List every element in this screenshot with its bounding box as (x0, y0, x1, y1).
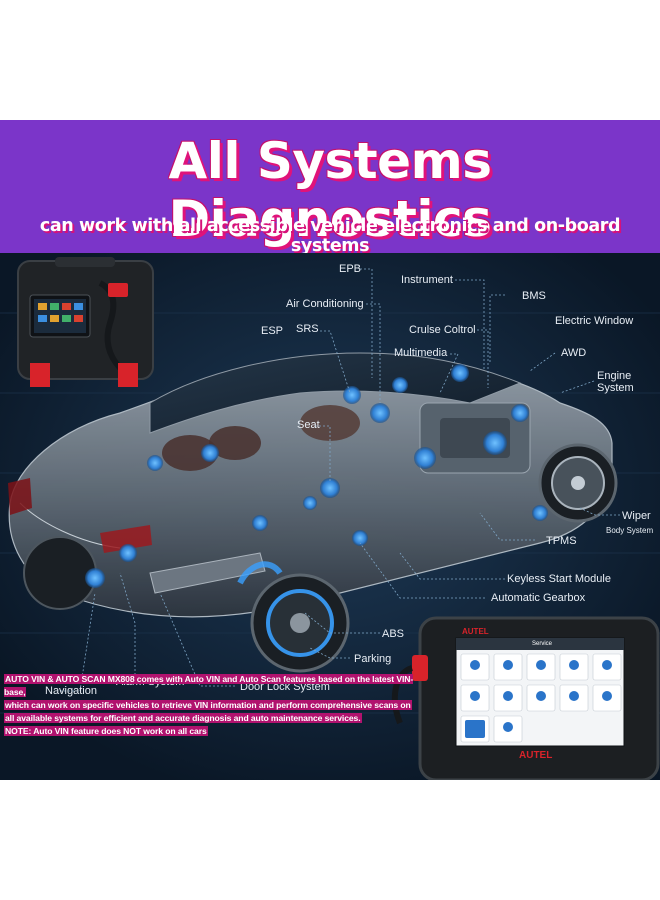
banner-subtitle: can work with all accessible vehicle ele… (39, 216, 621, 253)
label-abs: ABS (382, 628, 405, 640)
label-seat: Seat (297, 419, 320, 431)
label-instrument: Instrument (401, 274, 453, 286)
wheels (23, 443, 618, 673)
label-navigation: Navigation (45, 685, 97, 697)
label-cruise-control: Crulse Coltrol (409, 324, 476, 336)
label-parking: Parking (354, 653, 392, 665)
device-screen-title: Service (532, 641, 553, 647)
label-wiper: Wiper (622, 510, 651, 522)
label-bms: BMS (522, 290, 546, 302)
label-keyless-start: Keyless Start Module (507, 573, 611, 585)
description-line-2: which can work on specific vehicles to r… (4, 700, 412, 710)
device-brand-bottom: AUTEL (519, 750, 553, 761)
label-door-lock: Door Lock System (240, 681, 330, 693)
description-note: NOTE: Auto VIN feature does NOT work on … (4, 726, 208, 736)
banner-title: All Systems Diagnostics (168, 132, 492, 248)
label-automatic-gearbox: Automatic Gearbox (491, 592, 586, 604)
label-tpms: TPMS (546, 535, 577, 547)
label-epb: EPB (339, 263, 362, 275)
label-engine-system: Engine System (597, 370, 634, 394)
label-awd: AWD (561, 347, 587, 359)
label-air-conditioning: Air Conditioning (286, 298, 364, 310)
scan-tablet (391, 616, 660, 780)
description-line-3: all available systems for efficient and … (4, 713, 362, 723)
device-brand-top: AUTEL (462, 627, 489, 636)
module-highlights (85, 364, 548, 588)
tool-case (17, 257, 154, 387)
label-body-system: Body System (606, 526, 654, 535)
car-illustration (0, 253, 660, 780)
header-banner: All Systems Diagnostics can work with al… (0, 120, 660, 253)
car-body (8, 352, 613, 618)
vehicle-diagram: EPB Instrument BMS Air Conditioning Elec… (0, 253, 660, 780)
leader-lines (60, 268, 620, 692)
label-multimedia: Multimedia (394, 347, 448, 359)
feature-description: AUTO VIN & AUTO SCAN MX808 comes with Au… (4, 673, 424, 738)
label-esp: ESP (261, 325, 284, 337)
description-line-1: AUTO VIN & AUTO SCAN MX808 comes with Au… (4, 674, 414, 697)
label-srs: SRS (296, 323, 319, 335)
label-electric-window: Electric Window (555, 315, 634, 327)
